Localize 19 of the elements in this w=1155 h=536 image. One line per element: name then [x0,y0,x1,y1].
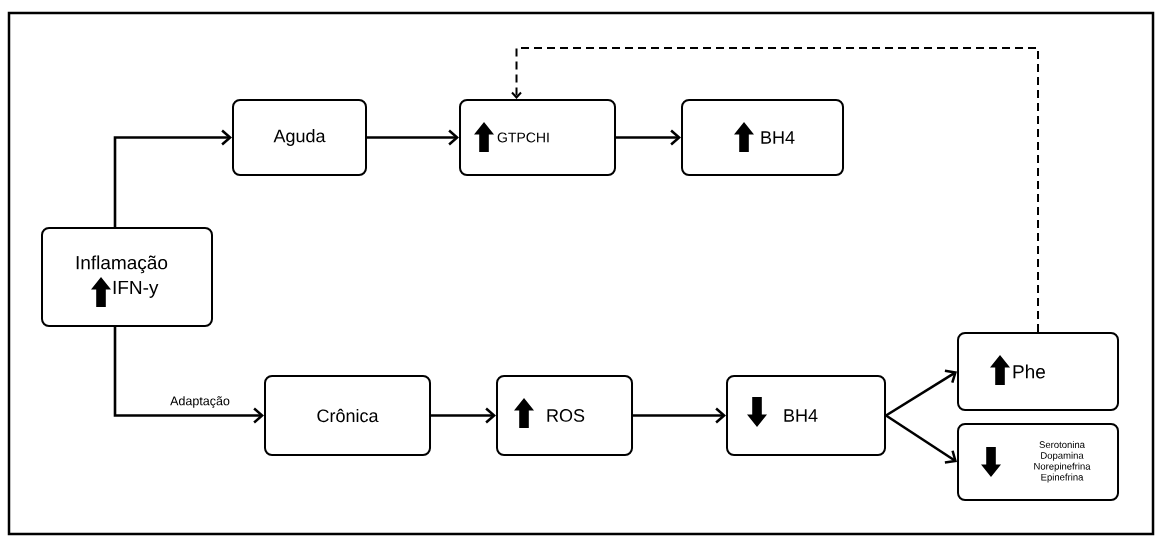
process-box: Inflamação IFN-y [41,227,213,327]
process-box: Crônica [264,375,431,456]
process-box: BH4 [726,375,886,456]
arrow [367,129,459,146]
process-box: ROS [496,375,633,456]
arrow [885,414,957,464]
arrow [113,327,264,424]
arrow [511,47,1039,333]
edge-label: Adaptação [169,395,231,409]
process-box: Serotonina Dopamina Norepinefrina Epinefrina [957,423,1119,501]
arrow [431,407,496,424]
process-box: Aguda [232,99,367,176]
arrow [633,407,726,424]
process-box: Phe [957,332,1119,411]
process-box: BH4 [681,99,844,176]
arrow [113,129,232,227]
process-box: GTPCHI [459,99,616,176]
arrow [885,369,957,417]
arrow [616,129,681,146]
